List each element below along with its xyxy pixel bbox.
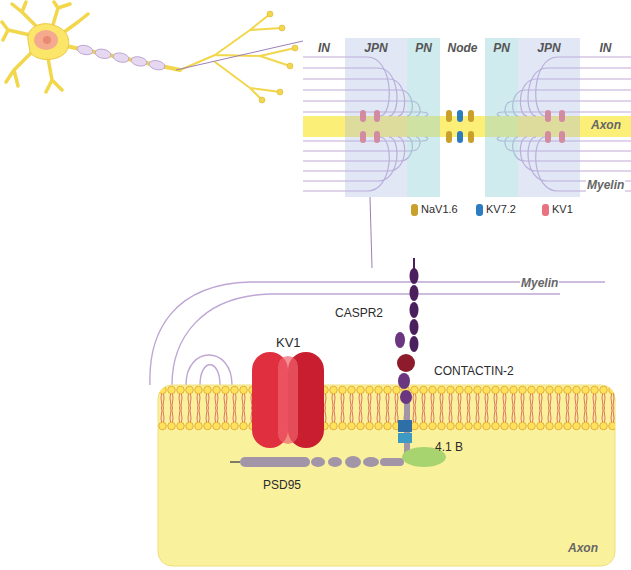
membrane-closeup [150,258,615,566]
myelin-wraps-part [186,355,232,385]
myelin-label: Myelin [586,178,625,192]
channel-marks-part [457,110,463,122]
neuron-illustration-part-part [279,25,285,31]
legend-text: KV1 [552,203,573,216]
region-band: IN [580,38,631,197]
region-label: JPN [364,41,387,55]
caspr2-contactin-complex-part [410,302,419,318]
region-label: IN [318,41,330,55]
myelin-wraps-part [172,294,560,385]
channel-marks-part [446,131,452,143]
neuron-illustration-part [180,14,295,100]
myelin-label: Myelin [520,276,559,290]
psd95-scaffold-part [380,458,404,466]
psd95-scaffold-part [230,461,240,463]
psd95-scaffold-part [345,456,361,468]
legend-swatch [411,204,418,216]
protein-label: 4.1 B [434,440,464,454]
caspr2-contactin-complex-part [398,420,412,432]
channel-marks-part [457,131,463,143]
legend-item: KV1 [542,203,573,216]
neuron-illustration-part [34,30,58,50]
psd95-scaffold-part [328,457,342,467]
caspr2-contactin-complex-part [398,373,410,389]
leader-line [370,197,372,268]
channel-marks-part [446,110,452,122]
leader-line [176,41,303,70]
region-label: PN [493,41,510,55]
neuron-illustration-part-part [148,59,166,71]
caspr2-contactin-complex-part [395,332,405,348]
legend-text: KV7.2 [486,203,516,216]
region-label: JPN [537,41,560,55]
neuron-illustration-part [259,11,298,103]
region-band: Node [440,38,485,197]
protein-label: PSD95 [262,478,302,492]
legend-swatch [542,204,549,216]
neuron-illustration-part-part [267,11,273,17]
channel-label: KV1 [275,335,302,351]
psd95-scaffold-part [363,457,379,467]
legend-swatch [476,204,483,216]
region-label: IN [600,41,612,55]
neuron-illustration-part-part [76,44,94,56]
protein-label: CASPR2 [334,306,384,320]
region-band: PN [485,38,518,197]
myelin-wraps-part [200,365,220,385]
caspr2-contactin-complex-part [410,336,419,352]
caspr2-contactin-complex-part [410,268,419,284]
axon-label: Axon [590,118,622,132]
region-band: JPN [518,38,580,197]
neuron-illustration-part [28,24,69,60]
channel-marks-part [468,131,474,143]
kv1-channel-part [278,356,298,444]
neuron-illustration-part-part [287,63,293,69]
caspr2-contactin-complex [395,258,446,467]
caspr2-contactin-complex-part [397,354,415,372]
kv1-channel [252,352,324,448]
psd95-scaffold-part [311,457,325,467]
neuron-illustration-part [76,44,166,71]
legend-item: NaV1.6 [411,203,458,216]
myelin-wraps [150,282,605,385]
channel-marks-part [468,110,474,122]
neuron-illustration-part-part [277,89,283,95]
neuron-illustration-part-part [94,48,112,60]
axon-body [158,385,615,566]
psd95-scaffold [230,456,404,468]
caspr2-contactin-complex-part [398,433,412,443]
legend-item: KV7.2 [476,203,516,216]
lipid-bilayer [158,385,615,431]
caspr2-contactin-complex-part [410,319,419,335]
neuron-illustration-part-part [259,97,265,103]
region-band: PN [407,38,440,197]
caspr2-contactin-complex-part [400,390,412,404]
psd95-scaffold-part [240,457,310,467]
region-band: IN [303,38,345,197]
region-label: PN [415,41,432,55]
legend-text: NaV1.6 [421,203,458,216]
neuron-illustration-part-part [292,45,298,51]
caspr2-contactin-complex-part [410,285,419,301]
neuron-illustration-part-part [130,55,148,67]
myelin-wraps-part [150,282,605,385]
protein-label: CONTACTIN-2 [433,364,515,378]
neuron-illustration-part [43,36,51,44]
neuron-illustration-part-part [112,52,130,64]
region-band: JPN [345,38,407,197]
region-label: Node [448,41,478,55]
axon-label: Axon [567,541,599,555]
